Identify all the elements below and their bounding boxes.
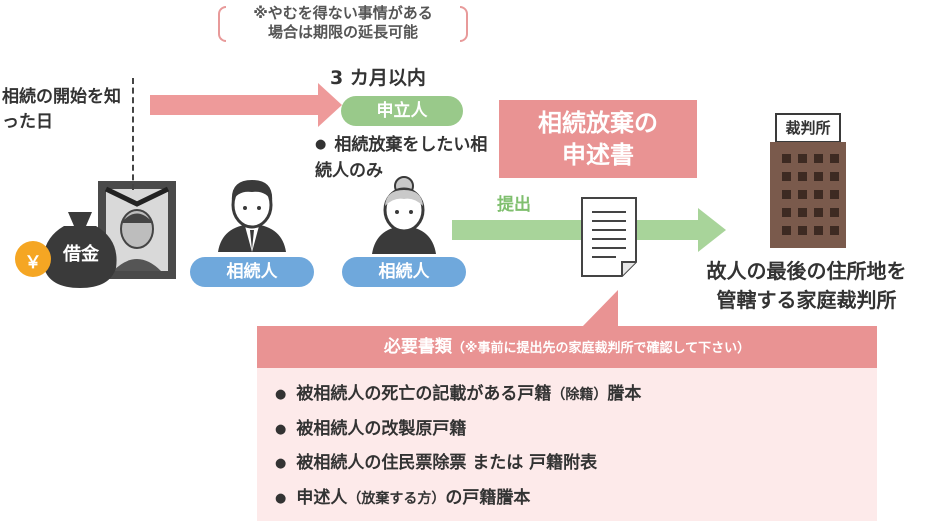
requirement-item: 被相続人の住民票除票 または 戸籍附表	[275, 446, 641, 481]
requirement-item-note: （放棄する方）	[347, 490, 446, 507]
note-line-1: ※やむを得ない事情がある	[253, 4, 433, 22]
requirements-list: 被相続人の死亡の記載がある戸籍（除籍）謄本 被相続人の改製原戸籍 被相続人の住民…	[275, 377, 641, 515]
callout-pointer	[582, 290, 618, 327]
heir-badge-2: 相続人	[342, 257, 466, 287]
court-label-line-2: 管轄する家庭裁判所	[716, 288, 897, 312]
requirement-item: 申述人（放棄する方）の戸籍謄本	[275, 481, 641, 516]
requirement-item-text: 被相続人の死亡の記載がある戸籍	[296, 384, 552, 404]
document-title-line-1: 相続放棄の	[538, 109, 658, 137]
requirement-item: 被相続人の改製原戸籍	[275, 412, 641, 447]
start-date-label: 相続の開始を知った日	[2, 87, 121, 132]
court-label-line-1: 故人の最後の住所地を	[706, 259, 907, 283]
requirement-item: 被相続人の死亡の記載がある戸籍（除籍）謄本	[275, 377, 641, 412]
applicant-badge: 申立人	[341, 96, 463, 126]
requirements-title: 必要書類	[383, 337, 452, 357]
requirement-item-text: 申述人	[296, 487, 348, 508]
applicant-description: ●相続放棄をしたい相続人のみ	[315, 133, 490, 183]
submit-label: 提出	[497, 195, 531, 215]
requirement-item-tail: 謄本	[607, 384, 642, 404]
note-bracket-left	[218, 6, 226, 42]
heir-badge-1: 相続人	[190, 257, 314, 287]
document-title: 相続放棄の 申述書	[499, 100, 697, 178]
bullet-dot: ●	[315, 137, 327, 152]
submit-arrow	[452, 208, 726, 252]
requirement-item-text: 被相続人の改製原戸籍	[296, 418, 467, 439]
note-line-2: 場合は期限の延長可能	[267, 23, 418, 41]
debt-bag-icon	[43, 212, 117, 288]
requirements-header: 必要書類（※事前に提出先の家庭裁判所で確認して下さい）	[257, 326, 877, 368]
start-divider	[132, 78, 134, 190]
timeline-arrow	[150, 83, 342, 127]
heir-man-icon	[218, 180, 286, 252]
applicant-description-text: 相続放棄をしたい相続人のみ	[315, 135, 488, 181]
court-sign: 裁判所	[785, 119, 831, 137]
deadline-label: 3 カ月以内	[330, 67, 426, 89]
requirements-subtitle: （※事前に提出先の家庭裁判所で確認して下さい）	[451, 341, 751, 356]
debt-label: 借金	[63, 244, 99, 265]
note-bracket-right	[460, 6, 468, 42]
requirement-item-tail: の戸籍謄本	[445, 487, 531, 508]
court-label: 故人の最後の住所地を 管轄する家庭裁判所	[685, 257, 928, 315]
extension-note: ※やむを得ない事情がある 場合は期限の延長可能	[218, 4, 468, 44]
requirement-item-note: （除籍）	[551, 387, 608, 403]
document-icon	[581, 197, 637, 277]
yen-symbol: ￥	[24, 253, 42, 273]
applicant-woman-icon	[372, 176, 436, 254]
court-building-icon	[770, 113, 846, 248]
requirement-item-text: 被相続人の住民票除票 または 戸籍附表	[296, 453, 598, 473]
document-title-line-2: 申述書	[562, 141, 634, 169]
yen-coin-icon	[15, 241, 51, 277]
